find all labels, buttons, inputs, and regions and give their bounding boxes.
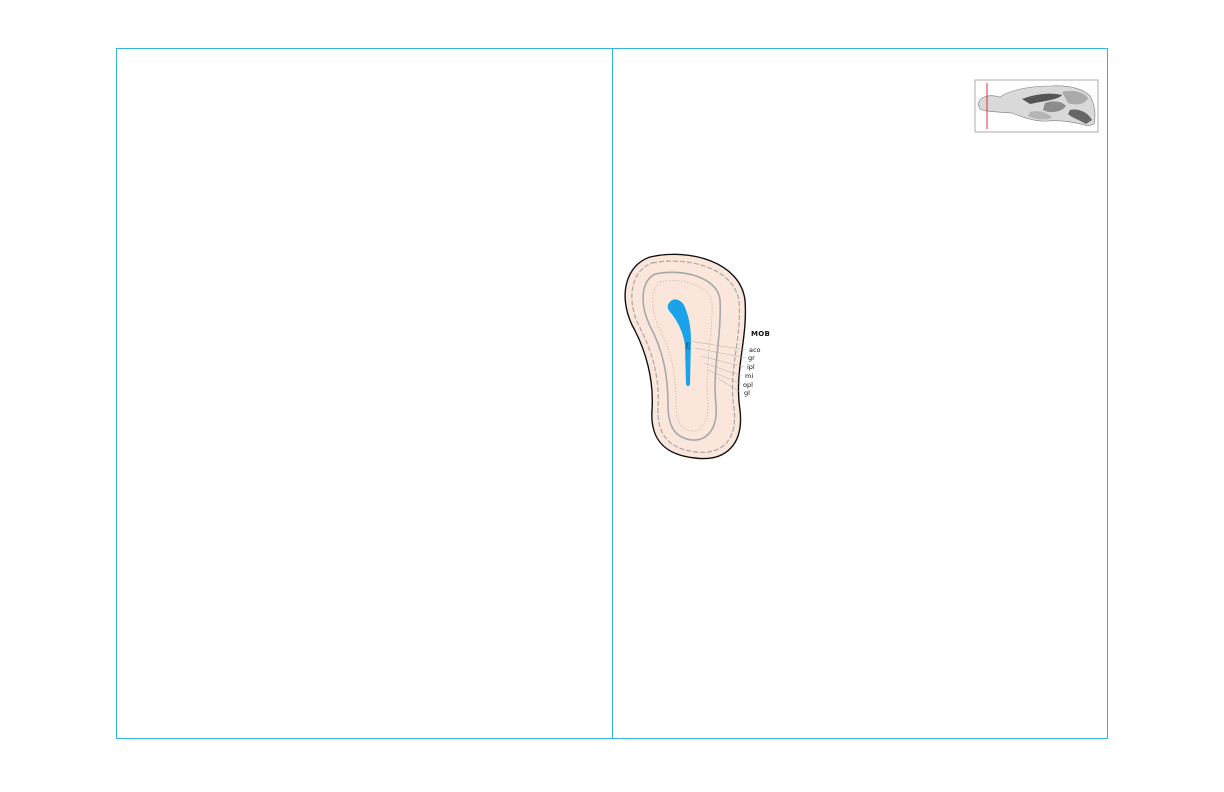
- leader-line-mi: [703, 362, 743, 377]
- layer-label-gl: gl: [744, 389, 750, 397]
- leader-line-gl: [713, 375, 741, 393]
- brainstem-structure: [1028, 111, 1052, 120]
- leader-lines: [688, 340, 747, 393]
- layer-label-aco: aco: [749, 346, 761, 354]
- leader-line-ipl: [700, 355, 746, 368]
- layer-label-opl: opl: [743, 381, 753, 389]
- layer-label-gr: gr: [748, 354, 755, 362]
- leader-line-aco: [688, 340, 747, 351]
- inner-label: SEZ: [685, 342, 690, 350]
- internal-plexiform-layer: [652, 280, 713, 432]
- layer-label-ipl: ipl: [747, 363, 755, 371]
- leader-line-gr: [694, 347, 747, 359]
- olfactory-bulb-outline: [624, 253, 747, 460]
- brain-structure-light: [1062, 90, 1088, 105]
- subependymal-zone: [667, 299, 691, 387]
- layer-label-mi: mi: [745, 372, 753, 380]
- left-panel: [116, 48, 613, 739]
- region-label: MOB: [751, 330, 770, 338]
- brain-structure-dark: [1022, 93, 1062, 104]
- coronal-section: SEZ: [624, 253, 747, 460]
- leader-line-opl: [707, 369, 742, 385]
- mitral-layer: [642, 271, 722, 441]
- cerebellum-structure: [1068, 109, 1092, 124]
- glomerular-layer: [631, 260, 741, 453]
- brain-structure-mid: [1043, 101, 1066, 113]
- sagittal-thumbnail: [974, 79, 1099, 133]
